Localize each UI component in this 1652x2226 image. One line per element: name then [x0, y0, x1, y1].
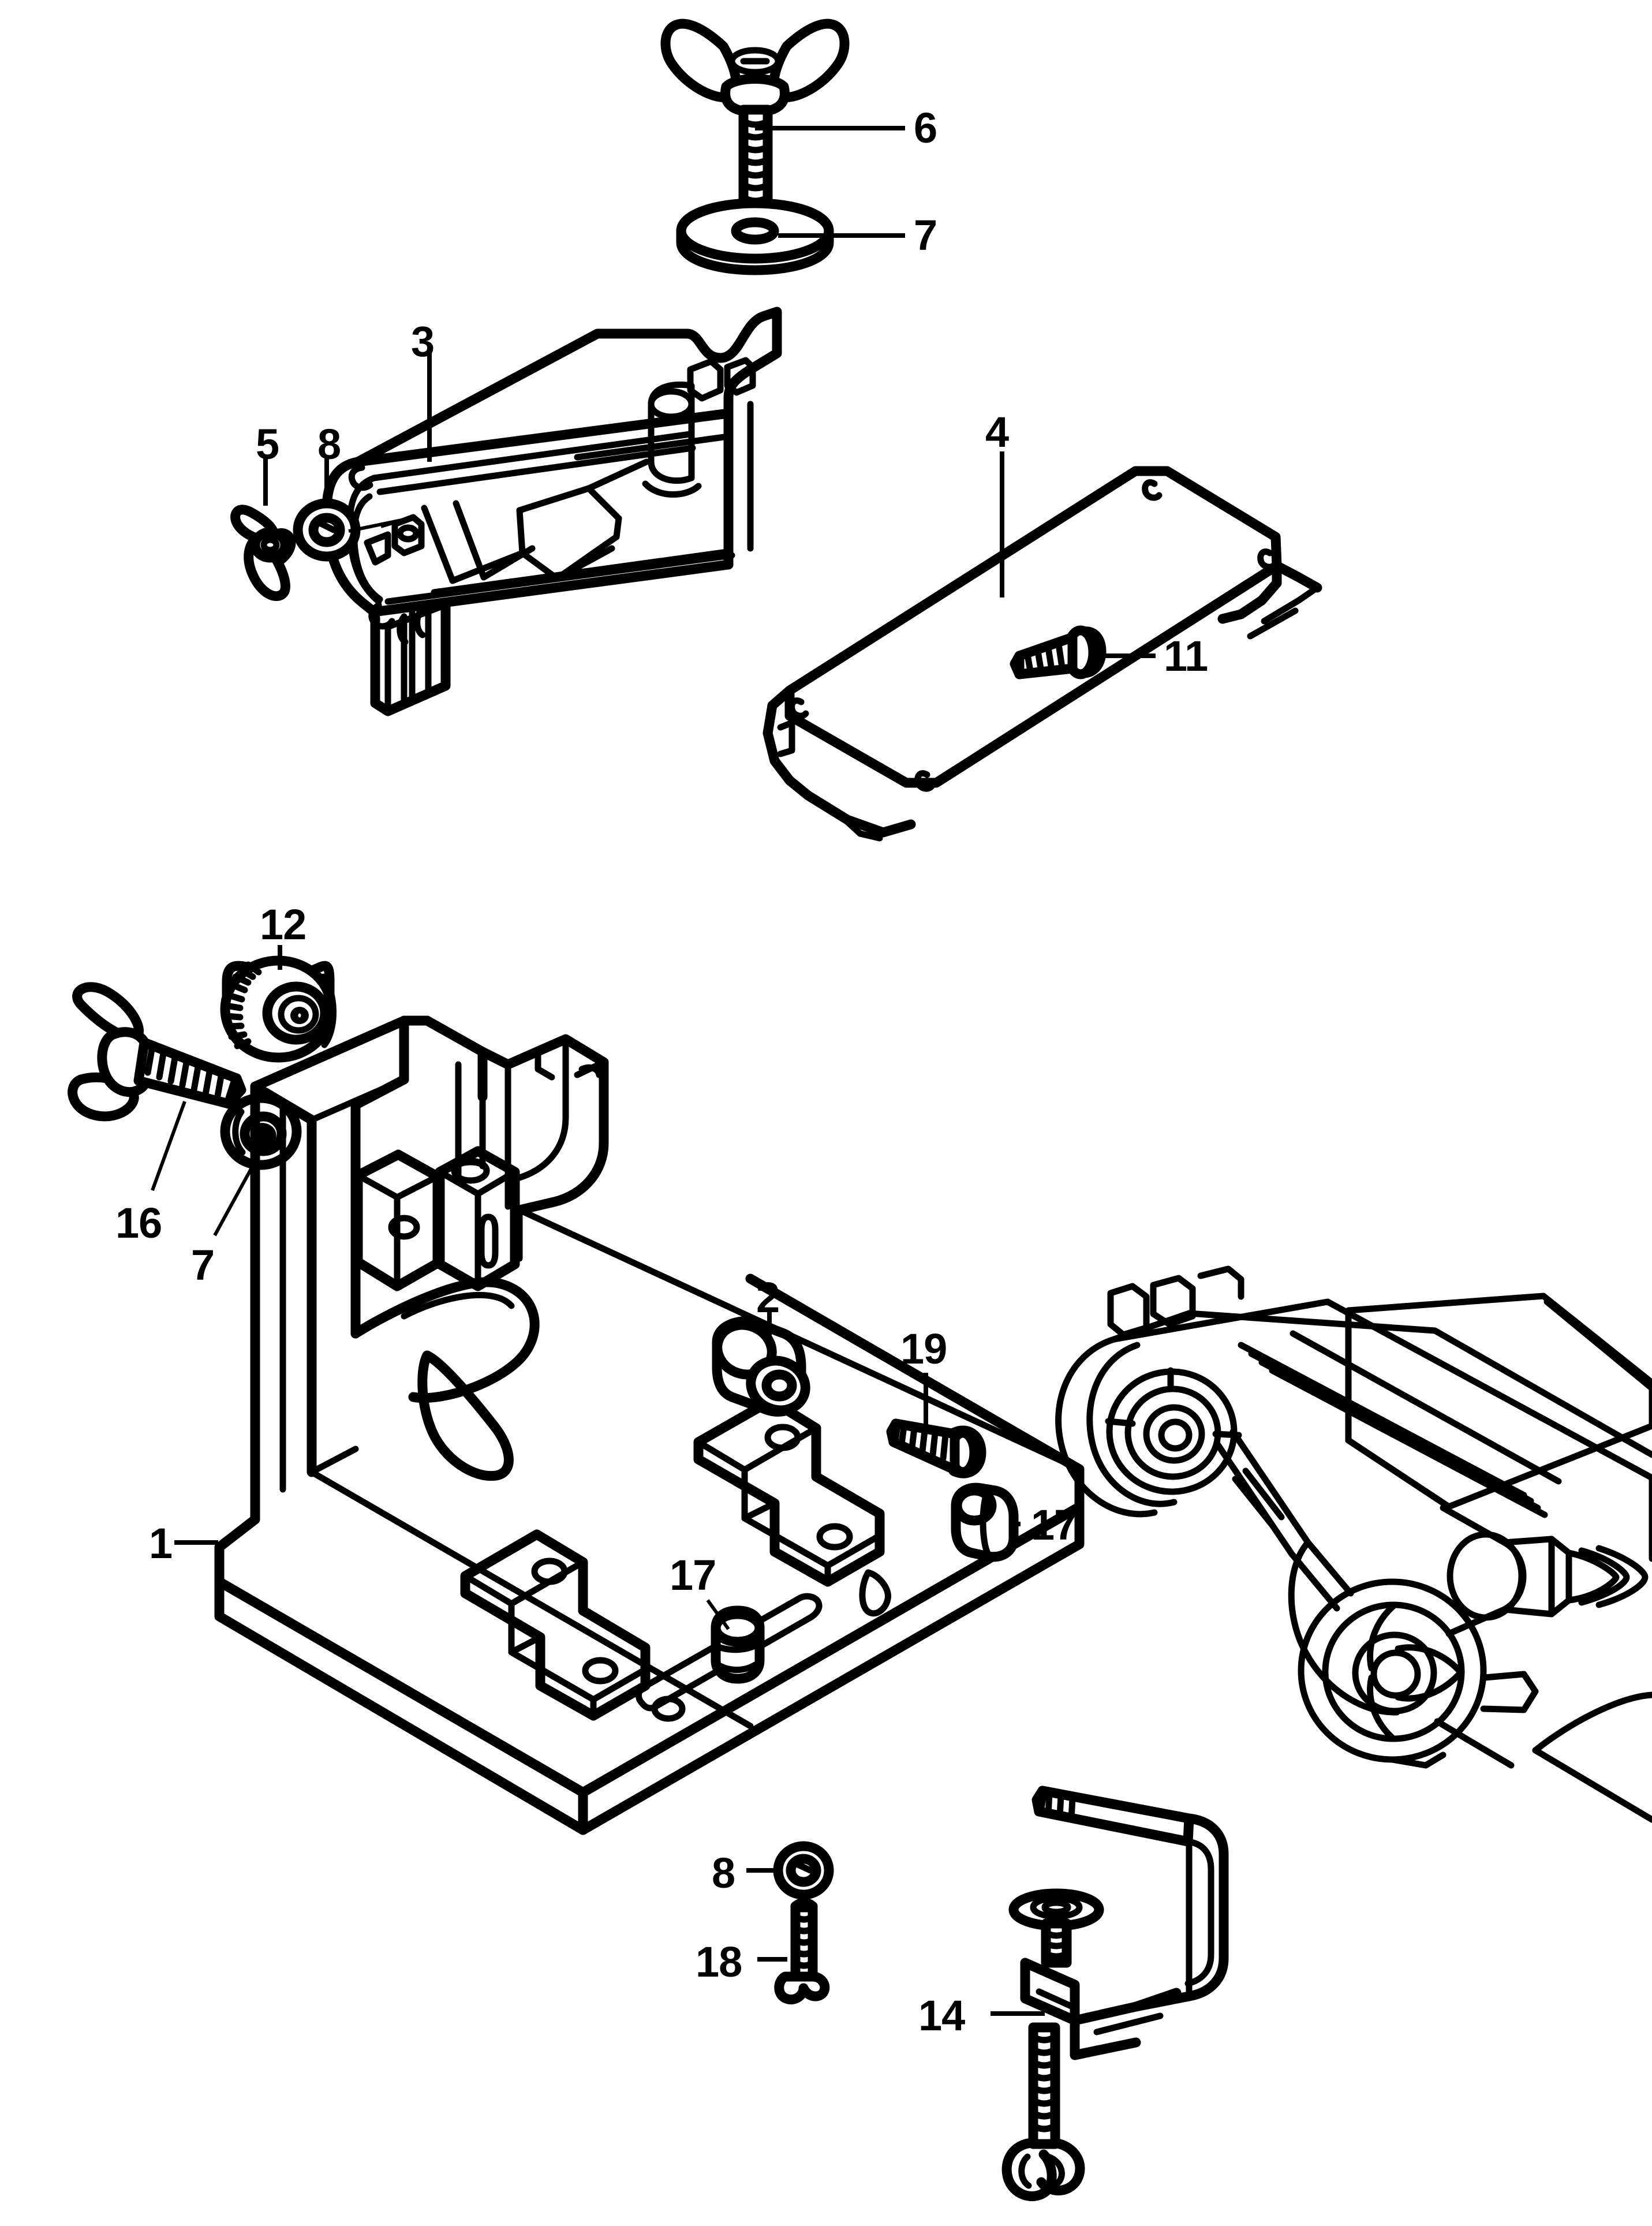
leader-17-center — [706, 1599, 730, 1630]
callout-number-6: 6 — [914, 104, 937, 152]
callout-number-7-top: 7 — [914, 211, 937, 259]
callout-number-1: 1 — [149, 1519, 173, 1567]
callout-number-3: 3 — [411, 318, 435, 365]
part-16-long-wing-bolt — [68, 982, 246, 1122]
callout-number-11: 11 — [1164, 632, 1208, 680]
part-14-bench-clamp — [1001, 1786, 1229, 2201]
callout-number-4: 4 — [985, 408, 1009, 456]
callout-number-18: 18 — [696, 1938, 742, 1986]
callout-number-17-right: 17 — [1031, 1501, 1078, 1549]
callout-number-12: 12 — [260, 901, 307, 948]
part-4-cover-plate — [763, 466, 1322, 842]
machine-illustration-belt-sander — [1055, 1265, 1652, 1823]
part-18-round-head-screw — [774, 1898, 830, 2004]
callout-number-5: 5 — [256, 420, 279, 468]
part-1-base-casting — [214, 1015, 1085, 1835]
callout-number-2: 2 — [756, 1273, 780, 1321]
leader-7-lower — [213, 1160, 257, 1237]
part-8-lock-washer-lower — [773, 1841, 834, 1900]
callout-number-8-lower: 8 — [712, 1849, 735, 1897]
part-11-pan-head-screw — [1010, 625, 1107, 679]
leader-16 — [151, 1100, 186, 1192]
callout-number-19: 19 — [900, 1325, 947, 1373]
part-2-spacer-bushing — [712, 1316, 810, 1417]
part-5-small-wing-knob — [230, 505, 296, 602]
part-7-flat-washer-top — [676, 198, 834, 275]
part-17-rubber-foot-right — [951, 1482, 1019, 1562]
part-12-knurled-wheel — [220, 955, 337, 1063]
part-19-machine-screw — [886, 1418, 986, 1478]
leader-8-assembly-path-2 — [380, 518, 405, 528]
callout-number-17-center: 17 — [670, 1551, 716, 1599]
callout-number-8-upper: 8 — [317, 420, 341, 468]
callout-number-14: 14 — [918, 1992, 965, 2040]
part-8-lock-washer-upper — [293, 498, 361, 562]
callout-number-7-lower: 7 — [191, 1241, 215, 1289]
part-3-upper-housing — [322, 307, 782, 716]
callout-number-16: 16 — [115, 1199, 162, 1247]
